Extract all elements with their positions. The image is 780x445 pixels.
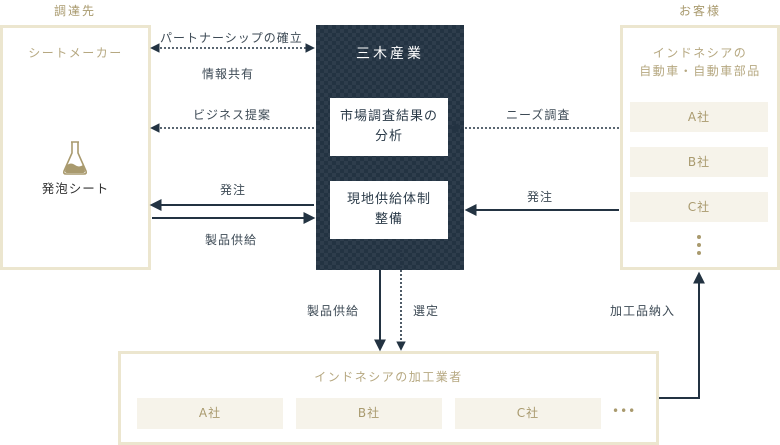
flask-icon [61,140,89,176]
customer-title-line1: インドネシアの [652,46,748,60]
label-selection: 選定 [413,304,440,318]
customer-title-line2: 自動車・自動車部品 [639,64,761,78]
customer-company-a: A社 [630,102,768,132]
role-local-supply-line2: 整備 [374,212,403,227]
label-partnership: パートナーシップの確立 [160,31,303,45]
processor-company-c: C社 [455,398,601,429]
label-supply-down: 製品供給 [307,304,360,318]
role-market-analysis-line2: 分析 [374,129,403,144]
vertical-ellipsis-icon [696,234,702,256]
label-needs-survey: ニーズ調査 [506,108,571,122]
role-local-supply: 現地供給体制 整備 [330,181,448,239]
supplier-box: シートメーカー 発泡シート [0,25,151,270]
supplier-heading: 調達先 [53,4,96,18]
processor-company-a: A社 [137,398,283,429]
role-local-supply-line1: 現地供給体制 [346,192,431,207]
supplier-title: シートメーカー [28,46,123,60]
company-name: 三木産業 [356,46,424,62]
customer-company-b: B社 [630,147,768,177]
role-market-analysis-line1: 市場調査結果の [339,109,438,124]
label-processing-delivery: 加工品納入 [610,304,676,318]
customer-heading: お客様 [678,4,721,18]
customer-company-c: C社 [630,192,768,222]
label-product-supply: 製品供給 [205,233,258,247]
label-order-from-customer: 発注 [527,190,554,204]
delivery-arrow [659,271,705,399]
processor-more: ••• [612,404,637,418]
label-business-proposal: ビジネス提案 [193,108,272,122]
processor-company-b: B社 [296,398,442,429]
label-info-share: 情報共有 [202,67,255,81]
role-market-analysis: 市場調査結果の 分析 [330,98,448,156]
processor-title: インドネシアの加工業者 [314,370,463,384]
supplier-product: 発泡シート [41,181,110,196]
label-order-to-supplier: 発注 [220,183,247,197]
